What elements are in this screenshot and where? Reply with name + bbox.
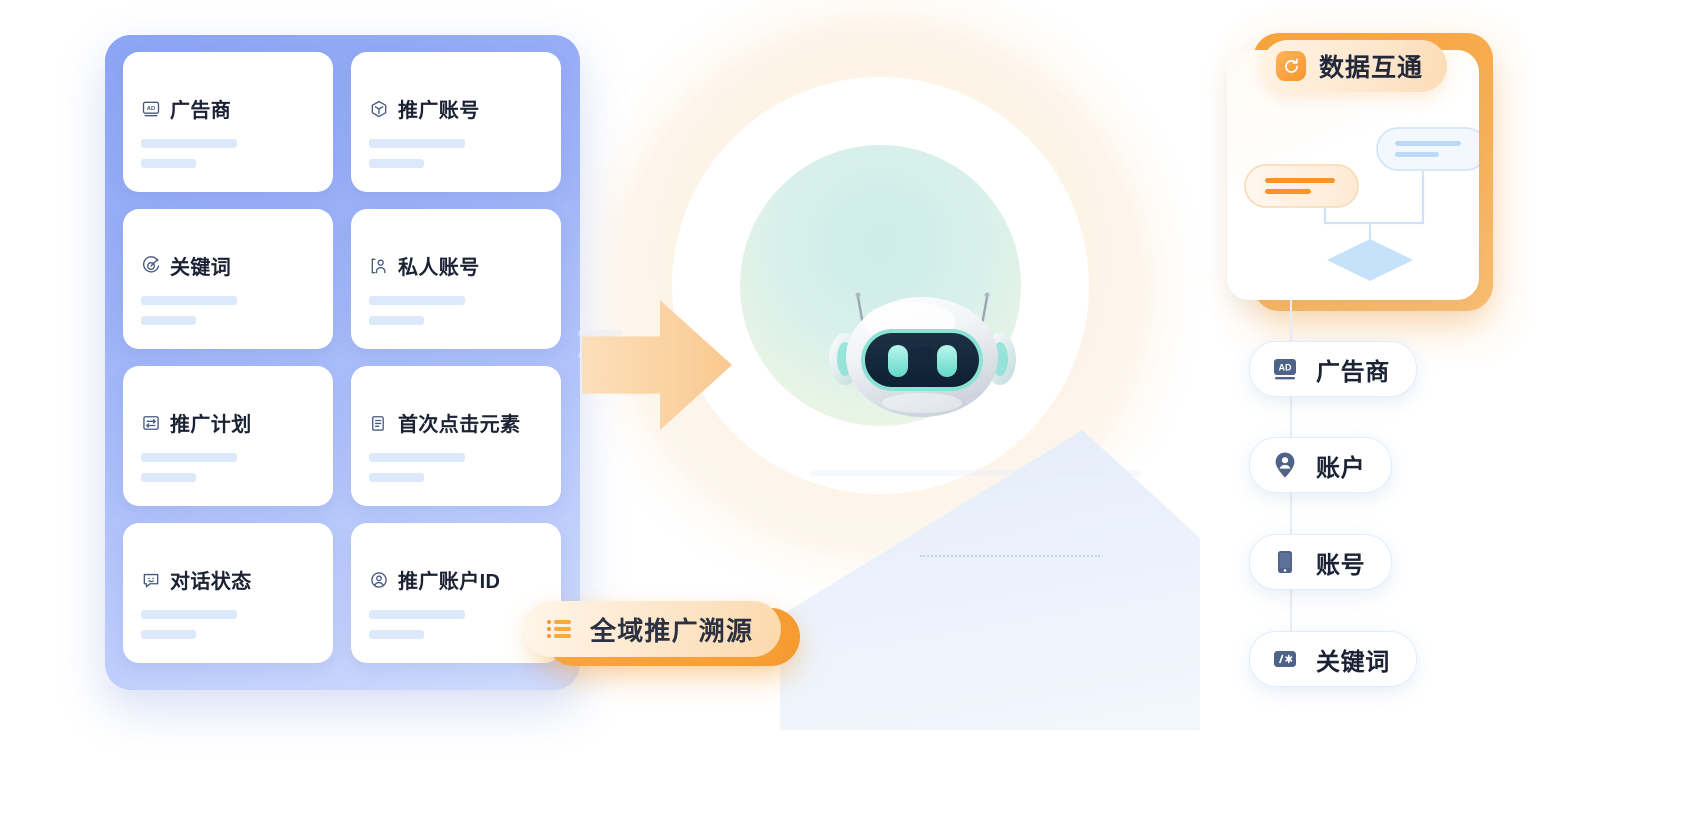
card-label: 私人账号 (398, 257, 480, 279)
bottom-badge-global-attribution[interactable]: 全域推广溯源 (523, 601, 782, 657)
placeholder-bar (141, 473, 196, 482)
placeholder-bar (141, 610, 237, 619)
placeholder-bar (141, 159, 196, 168)
clipboard-icon (369, 413, 389, 433)
card-label: 推广账号 (398, 100, 480, 122)
center-stage (560, 0, 1280, 822)
data-card-first-click-element[interactable]: 首次点击元素 (351, 366, 561, 506)
placeholder-bar (141, 296, 237, 305)
placeholder-bar (369, 159, 424, 168)
entity-pill-keyword[interactable]: 关键词 (1249, 631, 1417, 687)
bottom-badge-label: 全域推广溯源 (590, 615, 754, 646)
card-header: 私人账号 (369, 251, 543, 280)
entity-pill-label: 关键词 (1316, 648, 1390, 676)
user-pin-icon (1270, 450, 1300, 480)
user-circle-icon (369, 570, 389, 590)
card-label: 关键词 (170, 257, 232, 279)
entity-pill-label: 广告商 (1316, 358, 1390, 386)
card-header: 对话状态 (141, 565, 315, 594)
data-card-advertiser[interactable]: AD 广告商 (123, 52, 333, 192)
placeholder-bar (369, 139, 465, 148)
flow-diagram (1227, 50, 1488, 300)
keyword-tag-icon (1270, 644, 1300, 674)
placeholder-bar (141, 453, 237, 462)
svg-text:AD: AD (1279, 363, 1292, 373)
data-interop-badge[interactable]: 数据互通 (1262, 40, 1448, 92)
user-group-icon (369, 256, 389, 276)
data-card-promo-plan[interactable]: 推广计划 (123, 366, 333, 506)
entity-pill-account[interactable]: 账户 (1249, 437, 1393, 493)
chat-smile-icon (141, 570, 161, 590)
card-label: 广告商 (170, 100, 232, 122)
data-interop-label: 数据互通 (1319, 54, 1424, 82)
ad-badge-icon: AD (141, 99, 161, 119)
decor-dotted-line (920, 555, 1100, 557)
entity-pill-account-number[interactable]: 账号 (1249, 534, 1393, 590)
ai-robot-mascot (815, 275, 1030, 425)
card-label: 推广账户ID (398, 571, 501, 593)
placeholder-bar (369, 316, 424, 325)
entity-pill-label: 账户 (1316, 454, 1366, 482)
card-header: 首次点击元素 (369, 408, 543, 437)
card-label: 对话状态 (170, 571, 252, 593)
placeholder-bar (369, 473, 424, 482)
svg-text:AD: AD (147, 106, 155, 112)
card-header: 关键词 (141, 251, 315, 280)
card-header: 推广账户ID (369, 565, 543, 594)
ordered-list-icon (545, 615, 573, 643)
sync-refresh-icon (1276, 51, 1306, 81)
entity-pill-label: 账号 (1316, 551, 1366, 579)
card-label: 推广计划 (170, 414, 252, 436)
data-card-private-account[interactable]: 私人账号 (351, 209, 561, 349)
plan-list-icon (141, 413, 161, 433)
placeholder-bar (369, 630, 424, 639)
cube-icon (369, 99, 389, 119)
data-card-keyword[interactable]: 关键词 (123, 209, 333, 349)
placeholder-bar (141, 630, 196, 639)
card-header: AD 广告商 (141, 94, 315, 123)
placeholder-bar (141, 139, 237, 148)
ad-badge-icon: AD (1270, 354, 1300, 384)
placeholder-bar (141, 316, 196, 325)
data-card-promo-account[interactable]: 推广账号 (351, 52, 561, 192)
placeholder-bar (369, 610, 465, 619)
left-data-panel: AD 广告商 推广账号 (105, 35, 580, 690)
placeholder-bar (369, 296, 465, 305)
data-source-grid: AD 广告商 推广账号 (123, 52, 583, 677)
target-icon (141, 255, 161, 276)
card-label: 首次点击元素 (398, 414, 521, 436)
card-header: 推广计划 (141, 408, 315, 437)
entity-pill-advertiser[interactable]: AD 广告商 (1249, 341, 1417, 397)
card-header: 推广账号 (369, 94, 543, 123)
decor-fragment (810, 470, 1140, 476)
data-card-chat-status[interactable]: 对话状态 (123, 523, 333, 663)
placeholder-bar (369, 453, 465, 462)
mobile-icon (1270, 547, 1300, 577)
